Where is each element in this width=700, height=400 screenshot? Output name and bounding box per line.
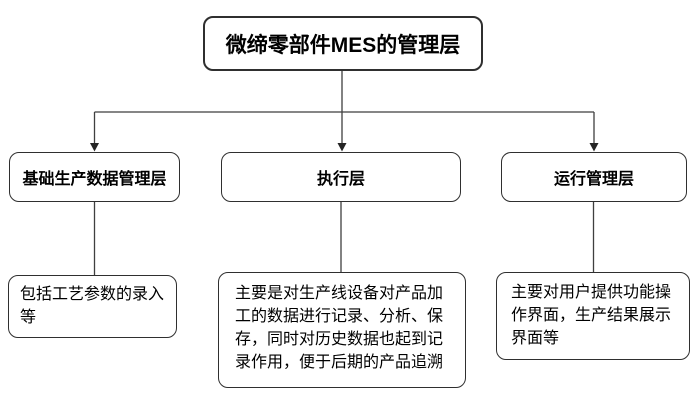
description-text: 包括工艺参数的录入等 bbox=[20, 286, 165, 326]
arrowhead-branch-0 bbox=[90, 143, 99, 152]
description-node-operation-management: 主要对用户提供功能操作界面，生产结果展示界面等 bbox=[496, 272, 690, 360]
branch-node-execution-layer: 执行层 bbox=[221, 152, 461, 202]
branch-node-label: 基础生产数据管理层 bbox=[22, 171, 167, 188]
arrowhead-branch-1 bbox=[337, 143, 347, 152]
arrowhead-branch-2 bbox=[589, 143, 599, 152]
description-node-basic-production-data: 包括工艺参数的录入等 bbox=[8, 275, 177, 338]
branch-node-label: 运行管理层 bbox=[553, 171, 634, 188]
branch-node-label: 执行层 bbox=[316, 171, 365, 188]
root-node: 微缔零部件MES的管理层 bbox=[203, 16, 483, 71]
description-text: 主要是对生产线设备对产品加工的数据进行记录、分析、保存，同时对历史数据也起到记录… bbox=[235, 285, 444, 371]
description-node-execution-layer: 主要是对生产线设备对产品加工的数据进行记录、分析、保存，同时对历史数据也起到记录… bbox=[218, 272, 466, 388]
root-node-label: 微缔零部件MES的管理层 bbox=[225, 33, 461, 57]
branch-node-operation-management: 运行管理层 bbox=[501, 152, 687, 202]
branch-node-basic-production-data: 基础生产数据管理层 bbox=[9, 152, 180, 202]
description-text: 主要对用户提供功能操作界面，生产结果展示界面等 bbox=[511, 284, 672, 347]
